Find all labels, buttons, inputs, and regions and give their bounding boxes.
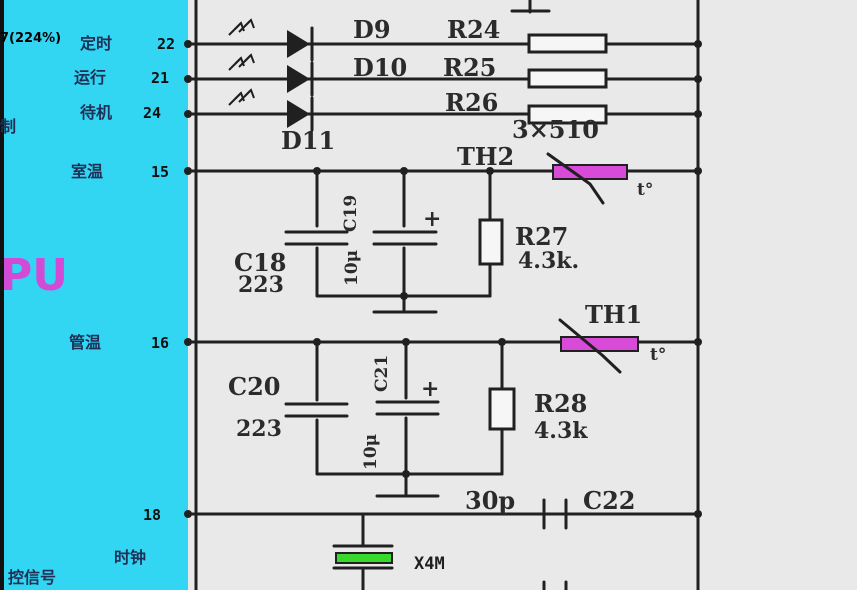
pin-label-daiji: 待机 bbox=[80, 103, 112, 122]
chip-label: PU bbox=[0, 250, 68, 301]
pin-number-15: 15 bbox=[151, 163, 169, 181]
thermistor-th1 bbox=[558, 318, 639, 374]
r28-ref: R28 bbox=[534, 389, 587, 418]
chip-edge-label: 制 bbox=[0, 117, 16, 136]
x4m-label: X4M bbox=[414, 554, 445, 574]
pin-number-24: 24 bbox=[143, 104, 161, 122]
r27-value: 4.3k. bbox=[518, 248, 579, 274]
pin-label-dingshi: 定时 bbox=[79, 34, 112, 53]
capacitor-c19 bbox=[372, 230, 438, 246]
c22-value: 30p bbox=[465, 486, 515, 515]
chip-bottom-label: 控信号 bbox=[8, 568, 56, 587]
resistor-r26 bbox=[527, 104, 608, 125]
c19-ref: C19 bbox=[341, 195, 361, 232]
capacitor-c20 bbox=[284, 402, 349, 418]
r27-ref: R27 bbox=[515, 222, 568, 251]
c21-value: 10μ bbox=[361, 434, 381, 470]
led-d10 bbox=[228, 53, 314, 97]
pin-label-pipe-temp: 管温 bbox=[69, 333, 101, 352]
c22-ref: C22 bbox=[583, 486, 636, 515]
th2-label: TH2 bbox=[457, 142, 514, 171]
d11-label: D11 bbox=[281, 126, 335, 155]
d9-label: D9 bbox=[353, 15, 391, 44]
led-d11 bbox=[228, 88, 314, 132]
resistor-r27 bbox=[478, 218, 504, 266]
resistor-r25 bbox=[527, 68, 608, 89]
c18-value: 223 bbox=[238, 272, 284, 298]
pin-number-18: 18 bbox=[143, 506, 161, 524]
pin-number-16: 16 bbox=[151, 334, 169, 352]
th2-symbol: t° bbox=[637, 180, 653, 200]
crystal-x4m bbox=[335, 552, 393, 564]
resistor-r28 bbox=[488, 387, 516, 431]
thermistor-th2 bbox=[546, 152, 628, 205]
th1-symbol: t° bbox=[650, 345, 666, 365]
r25-label: R25 bbox=[443, 53, 496, 82]
c20-ref: C20 bbox=[228, 372, 281, 401]
pin-label-room-temp: 室温 bbox=[71, 162, 103, 181]
resistor-r24 bbox=[527, 33, 608, 54]
r26-label: R26 bbox=[445, 88, 498, 117]
c21-plus: + bbox=[421, 376, 439, 402]
pin-label-yunxing: 运行 bbox=[74, 68, 106, 87]
pin-number-22: 22 bbox=[157, 35, 175, 53]
zoom-indicator: 7(224%) bbox=[0, 31, 61, 46]
c20-value: 223 bbox=[236, 416, 282, 442]
capacitor-c18 bbox=[284, 230, 349, 246]
pin-label-clock: 时钟 bbox=[114, 548, 146, 567]
th1-label: TH1 bbox=[585, 300, 642, 329]
cpu-block bbox=[0, 0, 188, 590]
pin-number-21: 21 bbox=[151, 69, 169, 87]
d10-label: D10 bbox=[353, 53, 407, 82]
capacitor-c21 bbox=[375, 400, 440, 416]
resistor-note: 3×510 bbox=[512, 115, 599, 144]
c19-value: 10μ bbox=[342, 250, 362, 286]
led-d9 bbox=[228, 18, 314, 62]
r24-label: R24 bbox=[447, 15, 500, 44]
c21-ref: C21 bbox=[372, 355, 392, 392]
c18-ref: C18 bbox=[234, 248, 287, 277]
r28-value: 4.3k bbox=[534, 418, 588, 444]
c19-plus: + bbox=[423, 206, 441, 232]
